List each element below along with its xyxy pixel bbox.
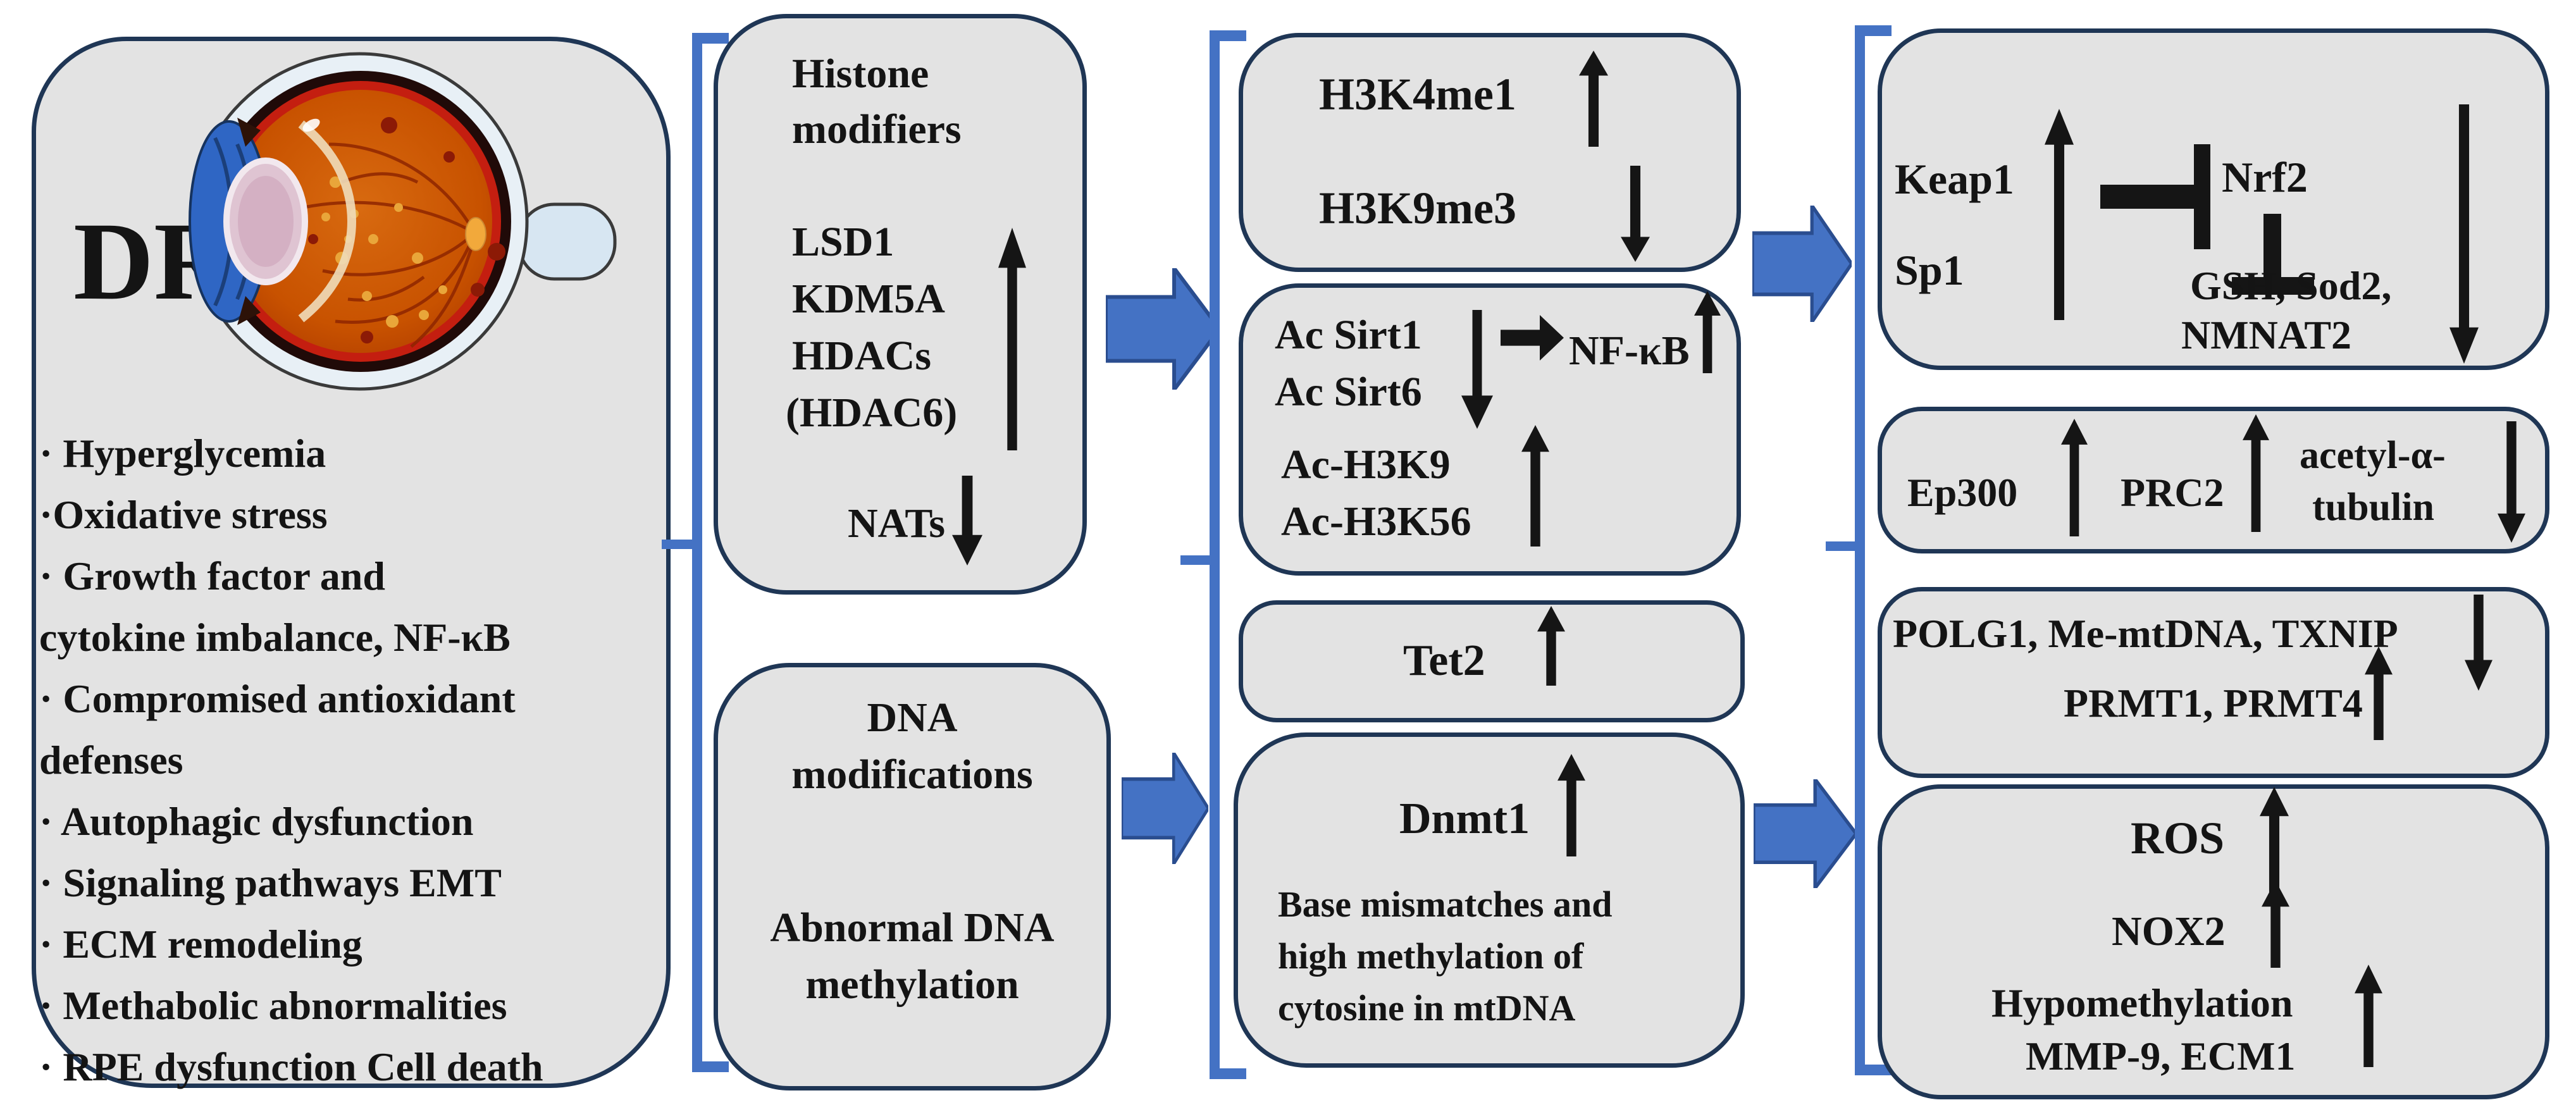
h3k4-h3k9-panel	[1239, 33, 1741, 272]
polg1-line: POLG1, Me-mtDNA, TXNIP	[1893, 611, 2398, 656]
vitreous-crescent	[298, 120, 357, 323]
histone-up-item: (HDAC6)	[786, 390, 958, 436]
acetyl-tubulin-line: tubulin	[2312, 486, 2435, 529]
optic-disc	[465, 217, 486, 251]
nrf2-label: Nrf2	[2222, 153, 2308, 201]
nrf2-target-line: GSH, Sod2,	[2190, 263, 2392, 308]
ac-h3k56-label: Ac-H3K56	[1281, 498, 1471, 545]
dnmt1-desc-line: cytosine in mtDNA	[1278, 987, 1576, 1029]
dna-subtitle-line: Abnormal DNA	[770, 905, 1055, 951]
up-arrow	[2365, 646, 2393, 740]
h3k4me1-label: H3K4me1	[1319, 69, 1516, 120]
blue-arrow-marks-to-effects	[1752, 206, 1852, 322]
histone-modifiers-panel	[714, 14, 1087, 595]
up-arrow	[2061, 419, 2088, 536]
dr-causes-list: · Hyperglycemia ·Oxidative stress · Grow…	[39, 423, 543, 1097]
cause-line: cytokine imbalance, NF-κB	[39, 615, 511, 660]
right-arrow	[1501, 315, 1564, 361]
polg1-prmt-panel	[1878, 587, 2549, 778]
ep300-label: Ep300	[1907, 470, 2018, 515]
up-arrow	[1694, 291, 1721, 373]
dna-title-line: modifications	[791, 751, 1033, 798]
down-arrow	[1621, 166, 1650, 262]
nfkb-label: NF-κB	[1569, 328, 1690, 374]
ciliary-body-top	[237, 118, 261, 147]
ac-sirt-nfkb-panel	[1239, 283, 1741, 576]
dna-subtitle-line: methylation	[805, 961, 1019, 1008]
dna-modifications-panel	[714, 663, 1111, 1090]
cause-line: · ECM remodeling	[39, 922, 362, 967]
blue-arrow-dnmt1-to-ros	[1754, 779, 1856, 888]
ac-sirt6-label: Ac Sirt6	[1275, 369, 1422, 415]
up-arrow	[998, 228, 1026, 450]
down-arrow	[1461, 310, 1493, 429]
mmp9-ecm1-label: MMP-9, ECM1	[2026, 1034, 2296, 1078]
up-arrow	[1537, 606, 1565, 686]
dnmt1-desc-line: Base mismatches and	[1278, 884, 1613, 925]
cause-line: · Signaling pathways EMT	[39, 860, 502, 905]
prmt-line: PRMT1, PRMT4	[2064, 681, 2363, 726]
acetyl-tubulin-line: acetyl-α-	[2300, 434, 2446, 477]
cause-line: · Compromised antioxidant	[39, 676, 516, 721]
optic-nerve-cup	[517, 202, 617, 281]
up-arrow	[2243, 414, 2269, 532]
dna-title-line: DNA	[867, 695, 958, 741]
nox2-label: NOX2	[2112, 908, 2226, 954]
cause-line: · Autophagic dysfunction	[39, 799, 474, 844]
sp1-label: Sp1	[1895, 246, 1964, 294]
down-arrow	[2465, 595, 2492, 691]
up-arrow	[2262, 880, 2289, 968]
cause-line: · Methabolic abnormalities	[39, 983, 507, 1028]
cause-line: ·Oxidative stress	[39, 492, 328, 537]
blue-arrow-histone-to-marks	[1106, 268, 1220, 390]
up-arrow	[2355, 965, 2382, 1067]
cause-line: · Growth factor and	[39, 553, 385, 598]
retinal-vessels	[303, 142, 476, 348]
up-arrow	[2045, 109, 2074, 320]
keap1-nrf2-panel	[1878, 28, 2549, 370]
histone-up-item: HDACs	[792, 333, 932, 379]
cause-line: defenses	[39, 738, 183, 782]
ciliary-body-bottom	[237, 296, 261, 325]
ac-h3k9-label: Ac-H3K9	[1281, 442, 1451, 488]
histone-title-line: Histone	[792, 51, 929, 97]
ac-sirt1-label: Ac Sirt1	[1275, 312, 1422, 358]
down-arrow	[2498, 421, 2525, 543]
dnmt1-panel	[1234, 732, 1745, 1068]
fundus	[229, 90, 492, 353]
dnmt1-desc-line: high methylation of	[1278, 936, 1584, 977]
histone-up-item: LSD1	[792, 219, 895, 265]
histone-down-item: NATs	[848, 500, 946, 547]
tet2-label: Tet2	[1403, 636, 1485, 685]
eye-highlight	[302, 118, 320, 132]
cause-line: · RPE dysfunction Cell death	[39, 1044, 543, 1089]
prc2-label: PRC2	[2121, 470, 2224, 515]
up-arrow	[2260, 787, 2289, 899]
histone-up-item: KDM5A	[792, 276, 945, 322]
down-arrow	[952, 476, 982, 565]
up-arrow	[1579, 51, 1608, 147]
hemorrhage-spots	[308, 117, 505, 343]
ep300-prc2-panel	[1878, 407, 2549, 553]
blue-arrow-dna-to-marks	[1122, 753, 1208, 864]
nrf2-target-line: NMNAT2	[2181, 312, 2351, 357]
keap1-label: Keap1	[1895, 155, 2014, 203]
ros-nox2-panel	[1878, 784, 2549, 1099]
tet2-panel	[1239, 600, 1745, 722]
h3k9me3-label: H3K9me3	[1319, 183, 1516, 233]
up-arrow	[1557, 754, 1585, 856]
ros-label: ROS	[2131, 813, 2225, 863]
histone-title-line: modifiers	[792, 106, 962, 152]
cause-line: · Hyperglycemia	[39, 431, 326, 476]
dnmt1-label: Dnmt1	[1399, 794, 1530, 843]
up-arrow	[1521, 425, 1549, 547]
eye-illustration	[189, 52, 617, 391]
hypomethylation-label: Hypomethylation	[1991, 980, 2293, 1025]
down-arrow	[2449, 104, 2479, 364]
